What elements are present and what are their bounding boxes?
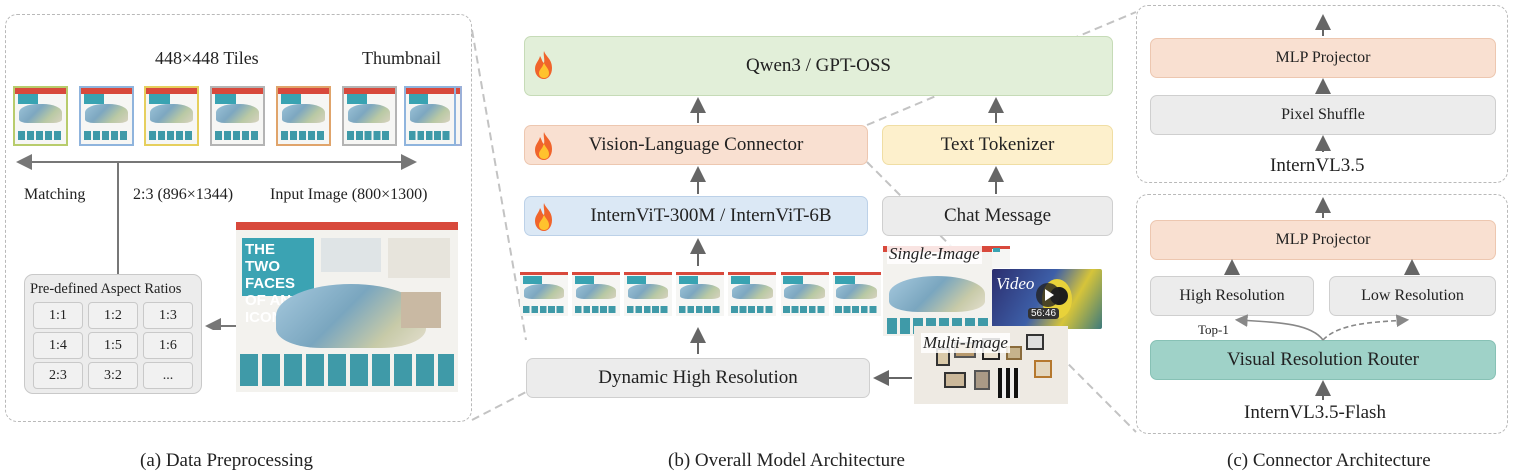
play-icon — [1036, 283, 1060, 307]
ratio-selected-label: 2:3 (896×1344) — [133, 186, 234, 203]
chat-message-box: Chat Message — [882, 196, 1113, 236]
input-image: THE TWO FACES OF AN ICON — [236, 222, 458, 392]
ratio-cell: 1:5 — [88, 332, 138, 359]
internvl-label: InternVL3.5 — [1270, 155, 1365, 176]
visual-resolution-router-label: Visual Resolution Router — [1226, 349, 1419, 370]
llm-label: Qwen3 / GPT-OSS — [746, 55, 891, 76]
internvl-flash-label: InternVL3.5-Flash — [1244, 402, 1386, 423]
ratio-cell: 1:3 — [143, 302, 193, 329]
thumbnail-label: Thumbnail — [362, 48, 441, 68]
tile-b-5 — [728, 272, 777, 316]
single-image-label: Single-Image — [887, 244, 982, 264]
tile-b-4 — [676, 272, 725, 316]
tile-1 — [13, 86, 68, 146]
aspect-ratio-title: Pre-defined Aspect Ratios — [30, 281, 182, 297]
high-resolution-box: High Resolution — [1150, 276, 1314, 316]
ratio-cell: 2:3 — [33, 362, 83, 389]
tile-b-3 — [624, 272, 673, 316]
mlp-projector-bottom-label: MLP Projector — [1275, 231, 1371, 248]
pixel-shuffle-label: Pixel Shuffle — [1281, 106, 1365, 123]
high-resolution-label: High Resolution — [1179, 287, 1285, 304]
pixel-shuffle-box: Pixel Shuffle — [1150, 95, 1496, 135]
single-image-thumb — [992, 246, 1010, 268]
ratio-cell: 1:4 — [33, 332, 83, 359]
vit-box: InternViT-300M / InternViT-6B — [524, 196, 868, 236]
llm-box: Qwen3 / GPT-OSS — [524, 36, 1113, 96]
chat-message-label: Chat Message — [943, 205, 1052, 226]
flame-icon — [535, 203, 552, 231]
input-image-headline: THE TWO FACES OF AN ICON — [242, 238, 314, 326]
dynamic-high-resolution-label: Dynamic High Resolution — [598, 367, 798, 388]
ratio-cell: 3:2 — [88, 362, 138, 389]
low-resolution-box: Low Resolution — [1329, 276, 1496, 316]
matching-label: Matching — [24, 186, 86, 203]
video-duration: 56:46 — [1028, 308, 1060, 319]
tile-2 — [78, 86, 134, 146]
matching-bracket — [16, 154, 417, 330]
caption-b: (b) Overall Model Architecture — [668, 450, 905, 471]
thumbnail-tile — [404, 86, 456, 146]
mlp-projector-bottom: MLP Projector — [1150, 220, 1496, 260]
tokenizer-box: Text Tokenizer — [882, 125, 1113, 165]
tile-6 — [341, 86, 397, 146]
visual-resolution-router-box: Visual Resolution Router — [1150, 340, 1496, 380]
input-image-label: Input Image (800×1300) — [270, 186, 428, 203]
ratio-cell: ... — [143, 362, 193, 389]
connector-box: Vision-Language Connector — [524, 125, 868, 165]
vit-label: InternViT-300M / InternViT-6B — [590, 205, 832, 226]
video-label: Video — [996, 274, 1035, 293]
caption-c: (c) Connector Architecture — [1227, 450, 1431, 471]
tokenizer-label: Text Tokenizer — [940, 134, 1055, 155]
dynamic-high-resolution-box: Dynamic High Resolution — [526, 358, 870, 398]
tile-5 — [275, 86, 331, 146]
flame-icon — [535, 51, 552, 79]
connector-label: Vision-Language Connector — [588, 134, 804, 155]
tile-b-6 — [780, 272, 829, 316]
caption-a: (a) Data Preprocessing — [140, 450, 314, 471]
top1-label: Top-1 — [1198, 322, 1229, 337]
low-resolution-label: Low Resolution — [1361, 287, 1464, 304]
flame-icon — [535, 132, 552, 160]
mlp-projector-top: MLP Projector — [1150, 38, 1496, 78]
ratio-cell: 1:6 — [143, 332, 193, 359]
panel-c-top-frame — [1136, 5, 1508, 183]
tile-3 — [144, 86, 200, 146]
tile-b-1 — [520, 272, 568, 316]
mlp-projector-top-label: MLP Projector — [1275, 49, 1371, 66]
panel-a-frame — [5, 14, 472, 422]
panel-c-bottom-frame — [1136, 194, 1508, 434]
tile-b-2 — [572, 272, 621, 316]
tiles-label: 448×448 Tiles — [155, 48, 259, 68]
ratio-cell: 1:2 — [88, 302, 138, 329]
tile-b-7 — [832, 272, 881, 316]
multi-image-label: Multi-Image — [921, 333, 1010, 353]
tile-4 — [210, 86, 266, 146]
ratio-cell: 1:1 — [33, 302, 83, 329]
